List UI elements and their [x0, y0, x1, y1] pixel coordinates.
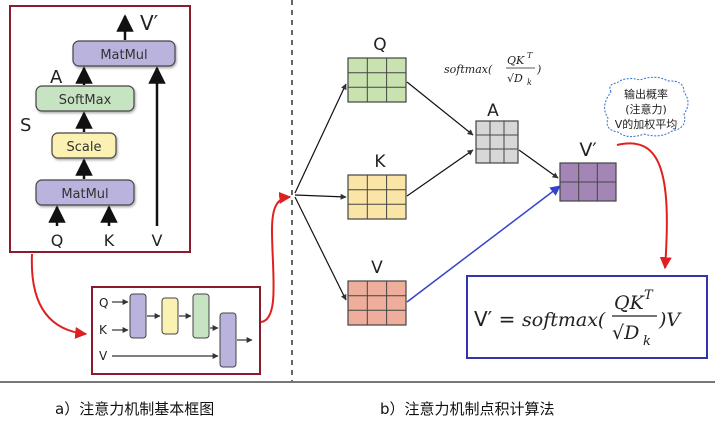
arrow-a-to-vprime — [518, 149, 559, 179]
caption-b: b）注意力机制点积计算法 — [380, 400, 555, 418]
matrix-v-label: V — [371, 258, 383, 278]
mini-matmul-2 — [219, 312, 237, 368]
matrix-a — [475, 120, 519, 164]
input-v: V — [152, 231, 163, 250]
matrix-vprime — [559, 162, 617, 202]
formula-box: V′ = softmax( QK T √D k )V — [466, 275, 708, 359]
matmul-bottom-block — [35, 179, 135, 206]
red-arrow-to-dot-product — [260, 191, 292, 323]
softmax-label: SoftMax — [59, 93, 112, 108]
softmax-annotation-suffix: ) — [536, 63, 541, 76]
attention-block-diagram: V′ MatMul A SoftMax S Scale MatMul Q K V — [9, 5, 191, 253]
softmax-annotation-superscript: T — [527, 51, 533, 60]
formula-func: softmax( — [522, 309, 606, 331]
dot-product-diagram: Q K V softmax( QK T √D k ) — [294, 35, 708, 359]
note-line-3: V的加权平均 — [615, 117, 678, 131]
matrix-q-label: Q — [373, 35, 386, 55]
matrix-k-label: K — [374, 152, 386, 172]
matrix-vprime-label: V′ — [579, 139, 596, 161]
note-line-1: 输出概率 — [624, 87, 668, 101]
matrix-k — [347, 174, 407, 220]
mini-matmul-1 — [129, 293, 147, 339]
scale-block — [51, 132, 117, 159]
arrow-k-to-a — [406, 149, 474, 197]
note-cloud-shape — [604, 76, 689, 138]
matmul-top-block — [72, 40, 176, 67]
matmul-top-label: MatMul — [100, 48, 147, 63]
softmax-annotation-prefix: softmax( — [444, 63, 493, 76]
mini-input-v: V — [99, 349, 108, 363]
arrow-q-to-a — [406, 81, 474, 136]
matrix-q — [347, 57, 407, 103]
label-v-prime: V′ — [140, 11, 159, 35]
matrix-v — [347, 280, 407, 326]
matrix-a-label: A — [487, 101, 499, 121]
mini-scale — [161, 297, 179, 335]
softmax-annotation: softmax( QK T √D k ) — [444, 51, 541, 87]
mini-softmax — [192, 293, 210, 339]
softmax-block — [35, 85, 135, 112]
formula-denominator: √D — [612, 322, 639, 344]
formula-tail: )V — [658, 309, 682, 331]
red-arrow-to-formula — [616, 142, 672, 270]
formula-lhs: V′ = — [474, 307, 515, 331]
softmax-annotation-subscript: k — [527, 78, 532, 87]
softmax-annotation-denominator: √D — [507, 72, 523, 85]
output-probability-note: 输出概率 (注意力) V的加权平均 — [604, 76, 689, 138]
mini-input-k: K — [99, 323, 108, 337]
formula-subscript: k — [643, 334, 651, 349]
scale-label: Scale — [67, 140, 102, 155]
red-arrow-to-mini — [30, 253, 88, 339]
label-s: S — [20, 115, 31, 136]
arrow-v-to-vprime — [406, 185, 561, 303]
formula-frame — [466, 275, 708, 359]
formula-superscript: T — [644, 288, 654, 303]
formula-numerator: QK — [614, 292, 646, 314]
arrow-to-k — [294, 193, 347, 200]
note-line-2: (注意力) — [625, 102, 667, 116]
input-k: K — [104, 231, 115, 250]
arrow-to-v — [294, 196, 347, 301]
caption-a: a）注意力机制基本框图 — [55, 400, 214, 418]
mini-input-q: Q — [99, 296, 108, 310]
input-q: Q — [51, 231, 64, 250]
mini-attention-diagram: Q K V — [91, 286, 261, 375]
label-a: A — [50, 67, 63, 88]
arrow-to-q — [294, 83, 347, 194]
matmul-bottom-label: MatMul — [61, 187, 108, 202]
softmax-annotation-numerator: QK — [507, 54, 525, 67]
